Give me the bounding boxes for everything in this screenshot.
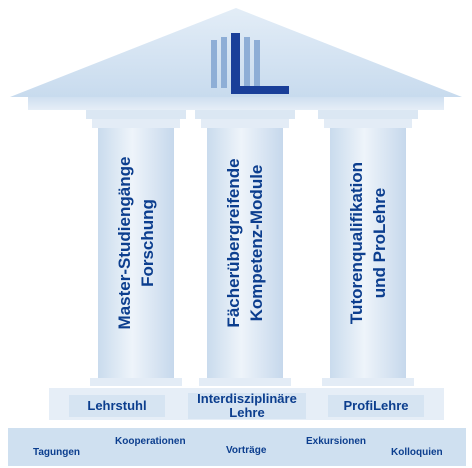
stylobate-label-center-line1: Interdisziplinäre [197,391,297,406]
pillar-label-center: Fächerübergreifende Kompetenz-Module [213,93,277,393]
pillar-label-left-line1: Master-Studiengänge [115,156,134,330]
logo-icon [211,33,289,94]
pillar-label-left-line2: Forschung [138,199,157,287]
pillar-label-right-line2: und ProLehre [370,187,389,299]
foundation-item-kolloquien: Kolloquien [391,447,443,458]
roof-beam [28,97,444,110]
stylobate-panel-left [69,395,165,417]
pillar-right [318,110,418,386]
stylobate-panel-center [188,393,306,419]
stylobate-label-center-line2: Lehre [229,405,265,420]
foundation-item-exkursionen: Exkursionen [306,436,367,447]
stylobate-label-center: Interdisziplinäre Lehre [180,392,314,420]
pillar-label-center-line2: Kompetenz-Module [247,164,266,322]
pillar-label-right-line1: Tutorenqualifikation [347,161,366,325]
pillar-left [86,110,186,386]
foundation [8,428,466,466]
pillar-center [195,110,295,386]
stylobate-label-left: Lehrstuhl [87,398,147,413]
foundation-item-tagungen: Tagungen [33,447,81,458]
stylobate-panel-right [328,395,424,417]
pillar-label-right: Tutorenqualifikation und ProLehre [336,93,400,393]
stylobate-label-right: ProfiLehre [343,398,409,413]
foundation-item-vortraege: Vorträge [226,445,267,456]
pillar-label-center-line1: Fächerübergreifende [224,158,243,328]
pillar-label-left: Master-Studiengänge Forschung [104,93,168,393]
foundation-item-kooperationen: Kooperationen [115,436,186,447]
